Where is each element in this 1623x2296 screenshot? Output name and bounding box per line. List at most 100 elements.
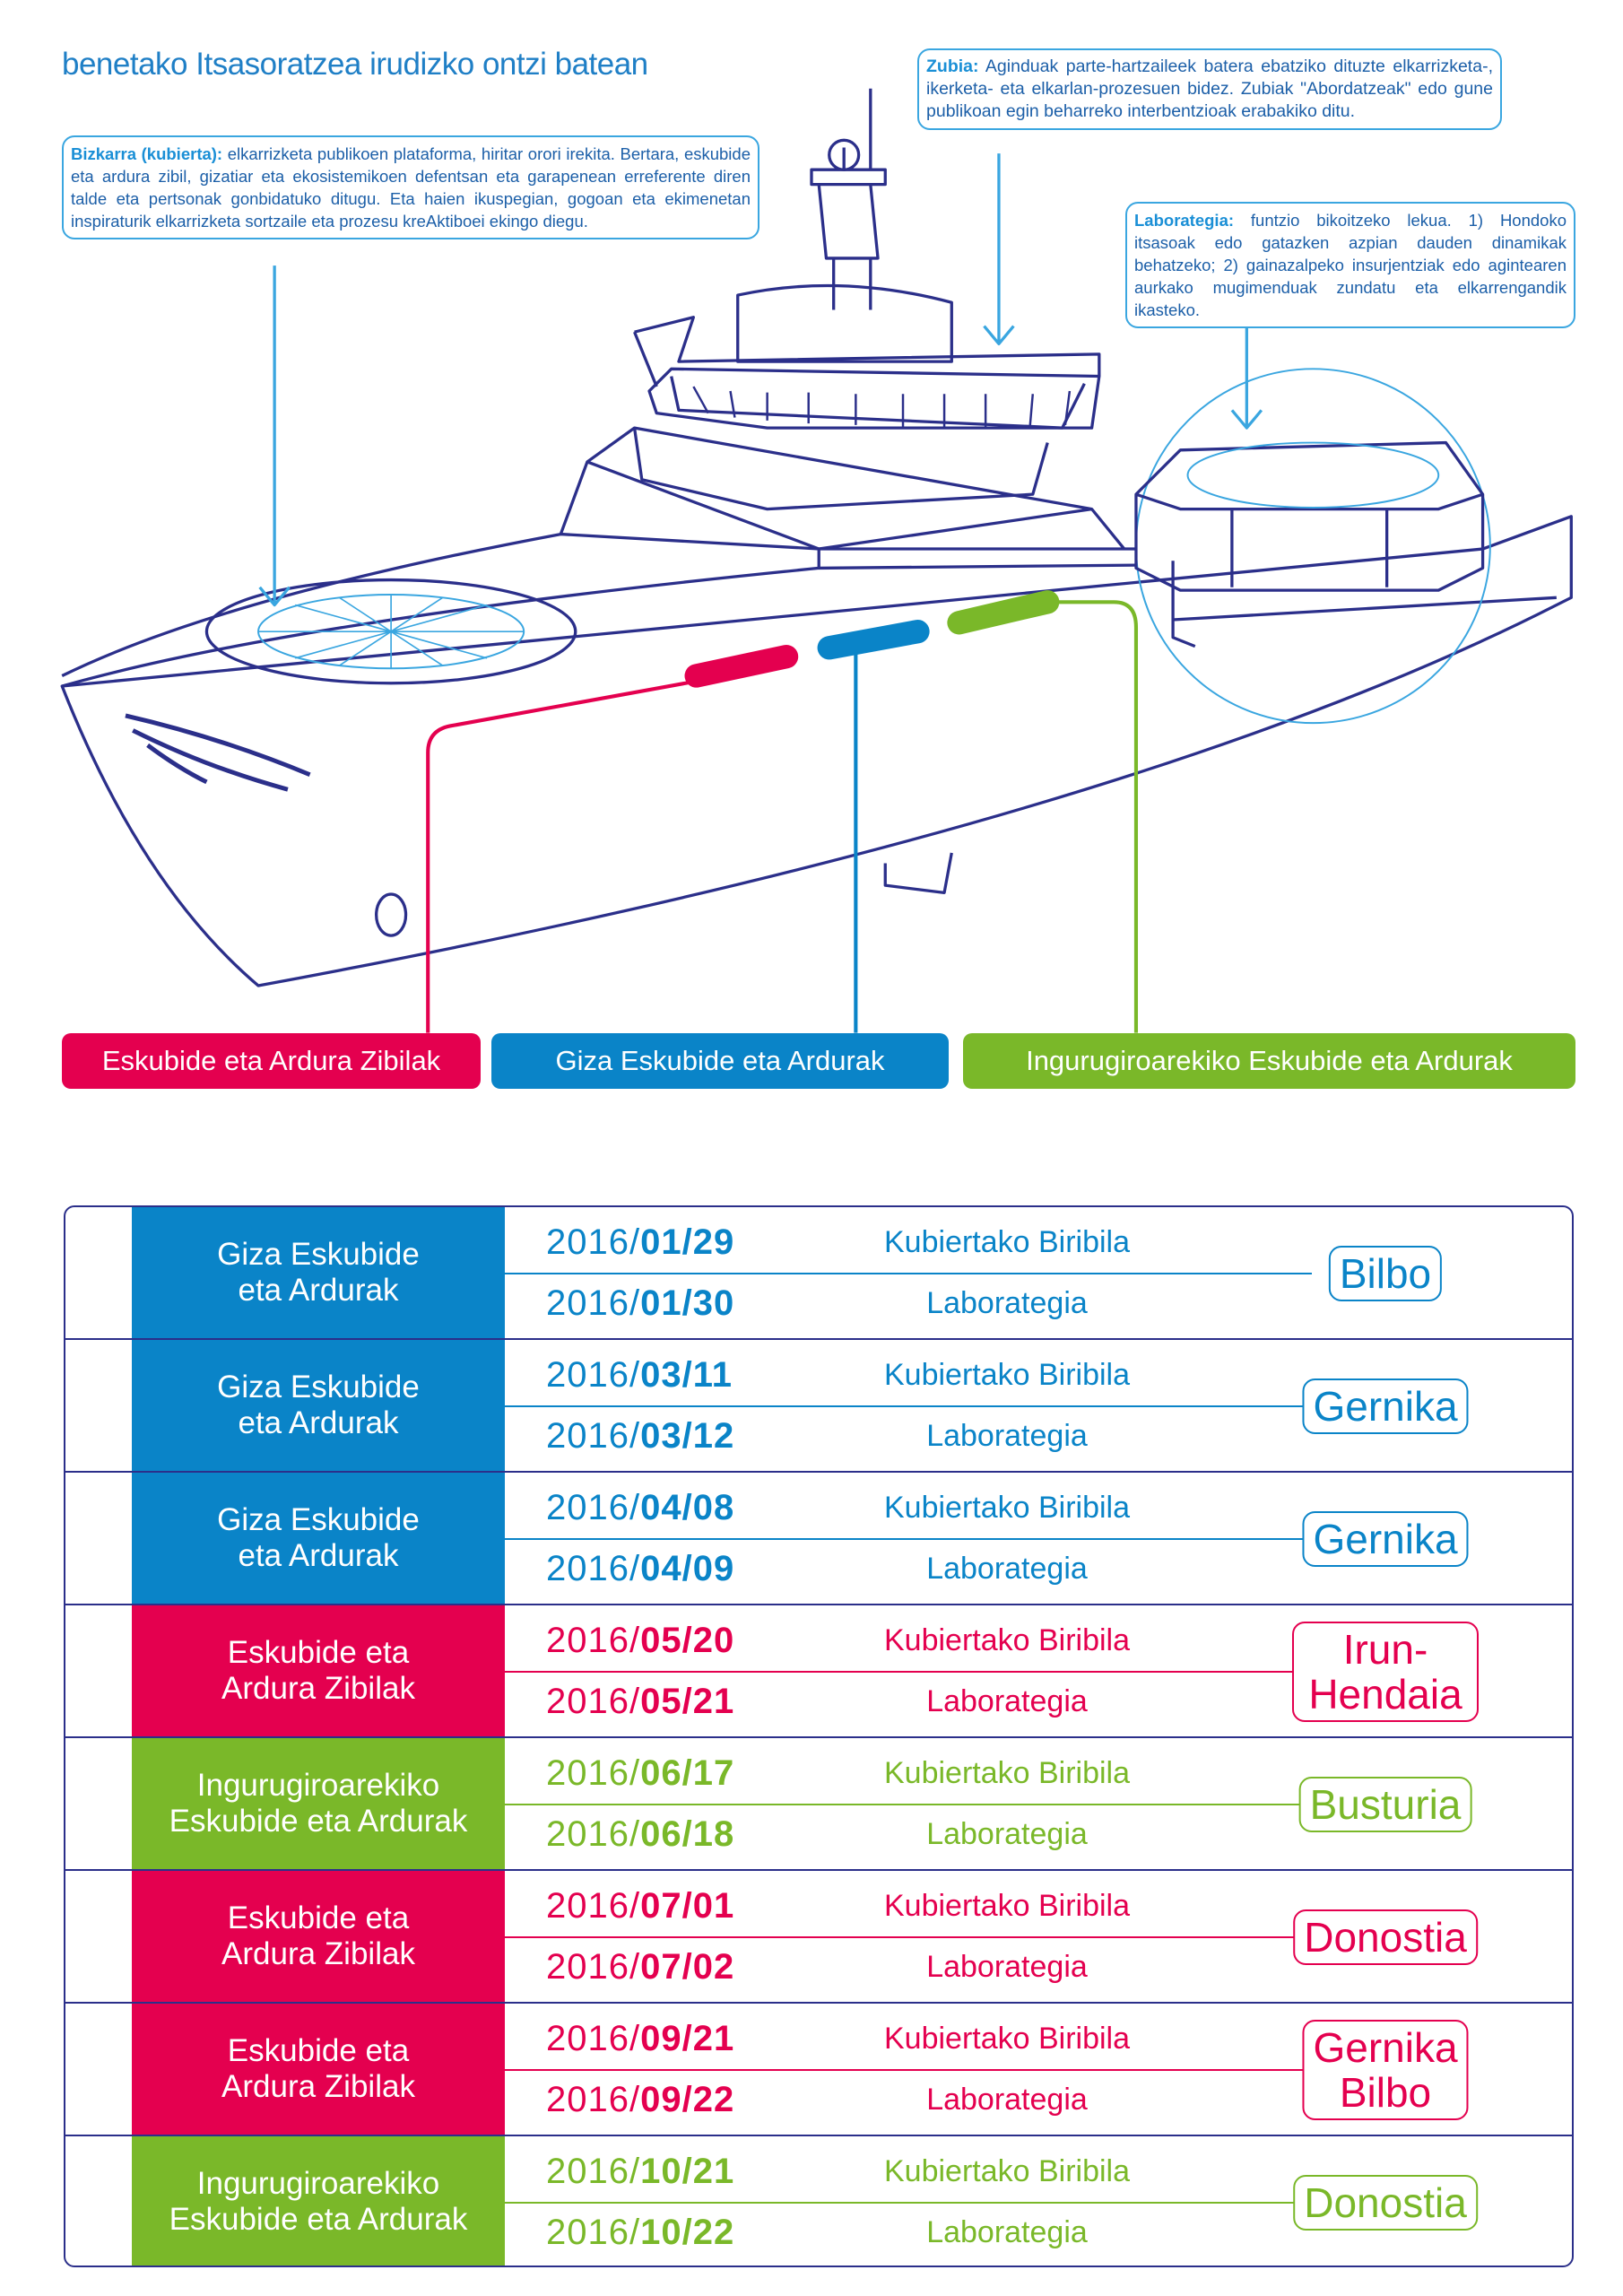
date-month-day: 04/09 — [640, 1549, 735, 1588]
table-row: Giza Eskubide eta Ardurak 2016/01/29 Kubie… — [65, 1207, 1572, 1340]
date-year: 2016/ — [546, 2019, 641, 2058]
date-month-day: 05/21 — [640, 1682, 735, 1721]
page-title: benetako Itsasoratzea irudizko ontzi bat… — [62, 47, 648, 82]
table-row: Eskubide eta Ardura Zibilak 2016/09/21 Kub… — [65, 2004, 1572, 2136]
category-cell: Eskubide eta Ardura Zibilak — [132, 2004, 505, 2135]
event-activity: Kubiertako Biribila — [883, 2022, 1131, 2056]
date-month-day: 10/22 — [640, 2213, 735, 2252]
event-activity: Kubiertako Biribila — [883, 1358, 1131, 1392]
city-badge: Donostia — [1293, 1909, 1478, 1965]
date-year: 2016/ — [546, 1621, 641, 1660]
date-year: 2016/ — [546, 1416, 641, 1456]
row-divider-line — [505, 2069, 1312, 2071]
event-date: 2016/01/29 — [546, 1222, 734, 1263]
city-badge: Busturia — [1298, 1777, 1472, 1832]
date-month-day: 09/21 — [640, 2019, 735, 2058]
date-year: 2016/ — [546, 2213, 641, 2252]
bridge-windows — [692, 386, 1072, 429]
event-date: 2016/09/21 — [546, 2018, 734, 2059]
date-month-day: 07/02 — [640, 1947, 735, 1987]
event-date: 2016/04/09 — [546, 1548, 734, 1589]
city-badge: Donostia — [1293, 2175, 1478, 2231]
date-year: 2016/ — [546, 1549, 641, 1588]
date-month-day: 07/01 — [640, 1886, 735, 1926]
row-divider-line — [505, 1273, 1312, 1274]
table-row: Ingurugiroarekiko Eskubide eta Ardurak 20… — [65, 1738, 1572, 1871]
date-year: 2016/ — [546, 1947, 641, 1987]
label-human-rights: Giza Eskubide eta Ardurak — [491, 1033, 949, 1089]
callout-deck-text: elkarrizketa publikoen plataforma, hirit… — [71, 144, 751, 230]
date-month-day: 10/21 — [640, 2152, 735, 2191]
event-date: 2016/07/01 — [546, 1885, 734, 1926]
city-badge: Gernika — [1302, 1378, 1469, 1434]
event-activity: Laborategia — [926, 1950, 1088, 1984]
ship-hull — [60, 515, 1573, 987]
date-year: 2016/ — [546, 1222, 641, 1262]
event-date: 2016/04/08 — [546, 1487, 734, 1528]
callout-bridge: Zubia: Aginduak parte-hartzaileek batera… — [917, 48, 1502, 130]
event-date: 2016/07/02 — [546, 1946, 734, 1987]
category-cell: Ingurugiroarekiko Eskubide eta Ardurak — [132, 1738, 505, 1869]
callout-lab-term: Laborategia: — [1134, 211, 1235, 230]
date-year: 2016/ — [546, 1753, 641, 1793]
event-date: 2016/01/30 — [546, 1283, 734, 1324]
city-badge: Gernika — [1302, 1511, 1469, 1567]
row-divider-line — [505, 2202, 1312, 2204]
label-civil-rights: Eskubide eta Ardura Zibilak — [62, 1033, 481, 1089]
callout-lab: Laborategia: funtzio bikoitzeko lekua. 1… — [1125, 202, 1575, 328]
event-date: 2016/06/17 — [546, 1752, 734, 1794]
date-year: 2016/ — [546, 1886, 641, 1926]
event-date: 2016/10/21 — [546, 2151, 734, 2192]
lab-dome — [1134, 368, 1491, 725]
date-year: 2016/ — [546, 2152, 641, 2191]
callout-deck-term: Bizkarra (kubierta): — [71, 144, 223, 163]
event-date: 2016/03/12 — [546, 1415, 734, 1457]
row-divider-line — [505, 1671, 1312, 1673]
event-date: 2016/05/21 — [546, 1681, 734, 1722]
date-month-day: 05/20 — [640, 1621, 735, 1660]
category-cell: Giza Eskubide eta Ardurak — [132, 1207, 505, 1338]
city-badge: Gernika Bilbo — [1302, 2020, 1469, 2120]
date-year: 2016/ — [546, 1488, 641, 1527]
callout-bridge-term: Zubia: — [926, 57, 979, 76]
date-month-day: 03/11 — [640, 1355, 733, 1395]
city-badge: Irun-Hendaia — [1292, 1622, 1479, 1722]
date-year: 2016/ — [546, 1355, 641, 1395]
date-month-day: 01/30 — [640, 1283, 735, 1323]
event-activity: Laborategia — [926, 1286, 1088, 1320]
date-month-day: 04/08 — [640, 1488, 735, 1527]
row-divider-line — [505, 1936, 1312, 1938]
event-activity: Kubiertako Biribila — [883, 1889, 1131, 1923]
event-activity: Laborategia — [926, 1552, 1088, 1586]
event-activity: Laborategia — [926, 1817, 1088, 1851]
row-divider-line — [505, 1804, 1312, 1805]
row-divider-line — [505, 1405, 1312, 1407]
table-row: Ingurugiroarekiko Eskubide eta Ardurak 20… — [65, 2136, 1572, 2266]
event-activity: Kubiertako Biribila — [883, 1623, 1131, 1657]
date-month-day: 09/22 — [640, 2080, 735, 2119]
event-activity: Laborategia — [926, 1684, 1088, 1718]
event-activity: Laborategia — [926, 1419, 1088, 1453]
date-year: 2016/ — [546, 1682, 641, 1721]
date-year: 2016/ — [546, 2080, 641, 2119]
event-activity: Kubiertako Biribila — [883, 1225, 1131, 1259]
row-divider-line — [505, 1538, 1312, 1540]
date-month-day: 03/12 — [640, 1416, 735, 1456]
date-month-day: 06/17 — [640, 1753, 735, 1793]
callout-lab-text: funtzio bikoitzeko lekua. 1) Hondoko its… — [1134, 211, 1567, 319]
date-month-day: 01/29 — [640, 1222, 735, 1262]
event-date: 2016/06/18 — [546, 1813, 734, 1855]
date-month-day: 06/18 — [640, 1814, 735, 1854]
callout-deck: Bizkarra (kubierta): elkarrizketa publik… — [62, 135, 759, 239]
category-cell: Giza Eskubide eta Ardurak — [132, 1340, 505, 1471]
category-cell: Ingurugiroarekiko Eskubide eta Ardurak — [132, 2136, 505, 2266]
label-environment-rights: Ingurugiroarekiko Eskubide eta Ardurak — [963, 1033, 1575, 1089]
event-date: 2016/10/22 — [546, 2212, 734, 2253]
date-year: 2016/ — [546, 1283, 641, 1323]
category-cell: Giza Eskubide eta Ardurak — [132, 1473, 505, 1604]
